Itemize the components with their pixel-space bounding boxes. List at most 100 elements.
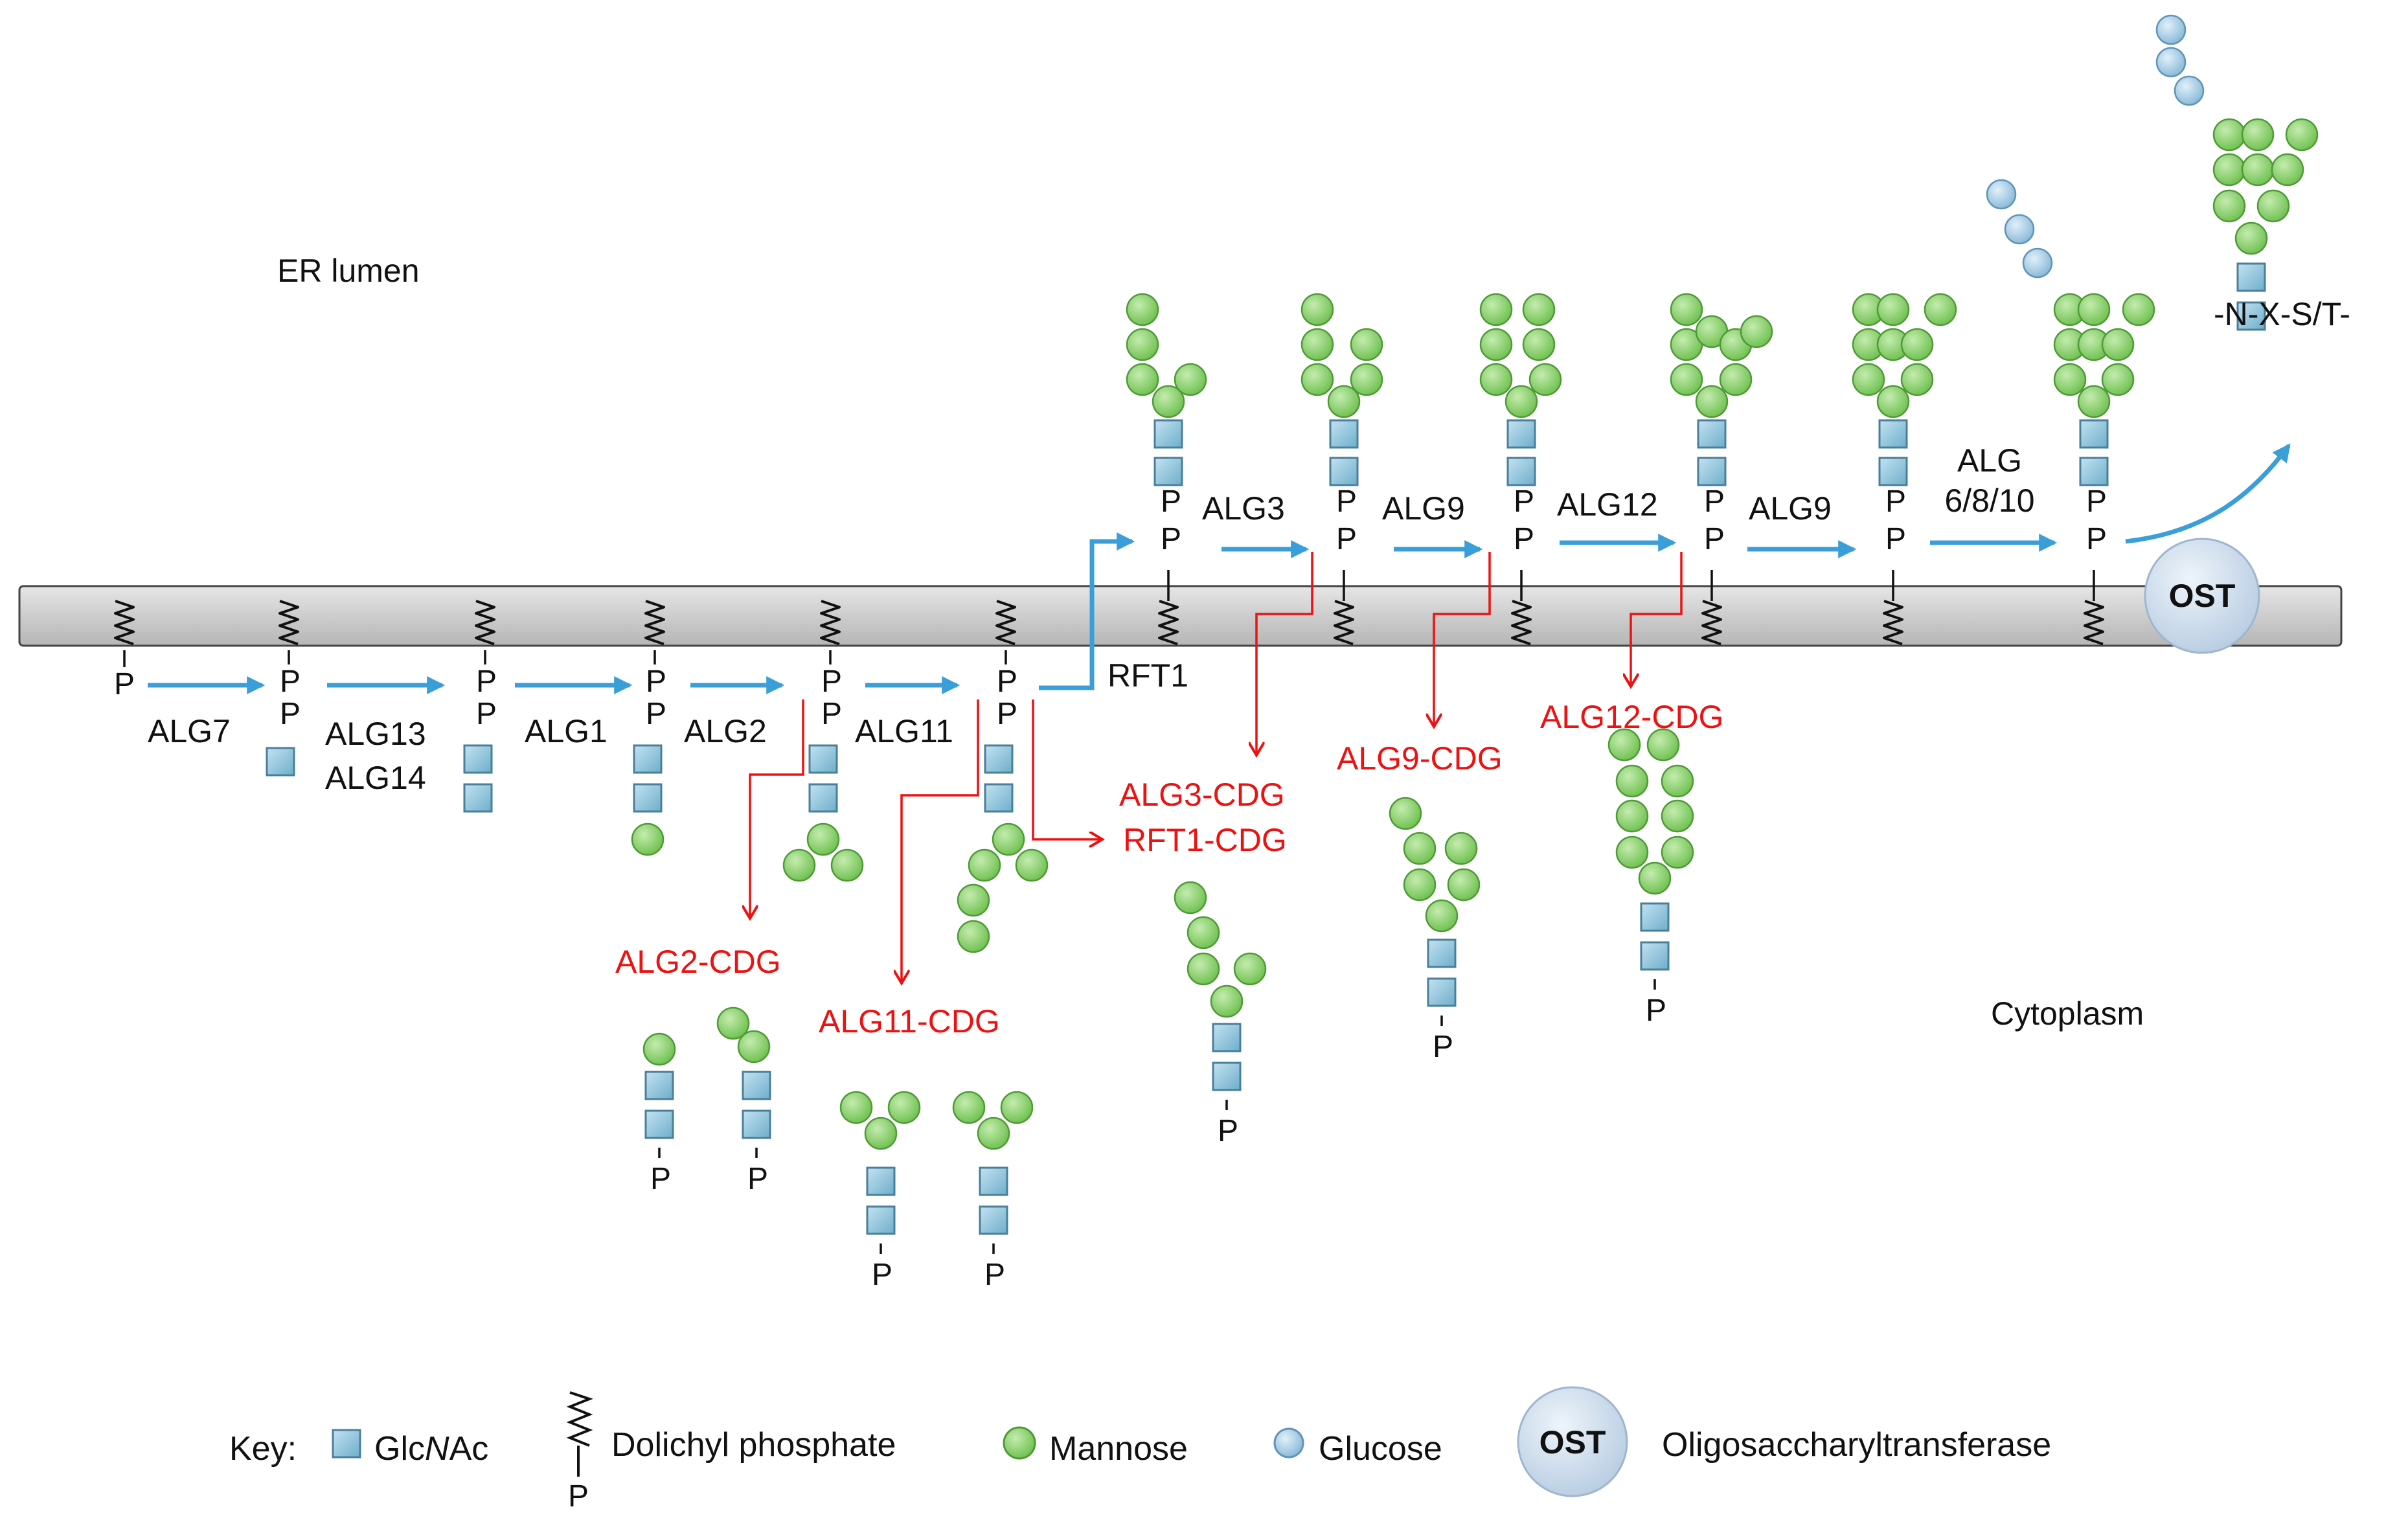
glcnac-square (2236, 262, 2266, 292)
mannose-circle (2122, 293, 2155, 326)
dolichol-zigzag (114, 600, 135, 646)
glcnac-square (2079, 419, 2109, 449)
glucose-circle (1986, 179, 2017, 210)
mannose-circle (1695, 385, 1729, 418)
mannose-circle (2077, 293, 2111, 326)
mannose-circle (1447, 868, 1481, 902)
mannose-circle (1350, 328, 1383, 361)
legend-mannose-label: Mannose (1049, 1430, 1188, 1468)
phosphate-label: P (476, 697, 497, 731)
glucose-circle (2174, 75, 2205, 106)
mannose-circle (1638, 861, 1672, 895)
mannose-circle (887, 1091, 921, 1124)
mannose-circle (2241, 153, 2275, 187)
mannose-circle (2053, 363, 2087, 396)
mannose-circle (1174, 881, 1207, 914)
mannose-circle (631, 823, 664, 856)
label-alg9a: ALG9 (1382, 490, 1465, 527)
glcnac-square (1212, 1023, 1242, 1052)
phosphate-label: P (1646, 994, 1666, 1028)
glcnac-square (1427, 977, 1457, 1007)
phosphate-label: P (1704, 522, 1725, 556)
mannose-circle (2234, 221, 2268, 255)
label-alg13: ALG13 (325, 716, 426, 752)
mannose-circle (1126, 328, 1159, 361)
mannose-circle (1301, 328, 1334, 361)
legend-dolichyl-zigzag-icon (566, 1391, 593, 1447)
mannose-circle (1615, 835, 1649, 869)
label-alg2: ALG2 (684, 713, 767, 749)
arrow-alg9-cdg (1434, 552, 1491, 727)
phosphate-label: P (1336, 484, 1357, 519)
mannose-circle (2101, 328, 2135, 361)
glcnac-square (742, 1109, 771, 1139)
glucose-circle (2004, 214, 2035, 245)
mannose-circle (1852, 363, 1885, 396)
glcnac-square (463, 744, 493, 774)
mannose-circle (1389, 797, 1422, 830)
mannose-circle (2101, 363, 2135, 396)
phosphate-label: P (1514, 484, 1534, 519)
mannose-circle (1301, 363, 1334, 396)
dolichol-zigzag (1701, 600, 1722, 646)
dolichol-zigzag (2084, 600, 2104, 646)
legend-dolichyl-p: P (568, 1479, 589, 1514)
dolichol-anchors (114, 570, 2104, 1254)
label-alg1: ALG1 (525, 713, 608, 749)
mannose-circle (1479, 363, 1513, 396)
mannose-circle (1000, 1091, 1034, 1124)
glcnac-square (1878, 419, 1908, 449)
mannose-circle (1670, 293, 1703, 326)
mannose-circle (2285, 118, 2319, 152)
glcnac-square (979, 1166, 1008, 1196)
mannose-circle (830, 848, 864, 882)
phosphate-label: P (114, 667, 135, 701)
glcnac-square (1153, 419, 1183, 449)
dolichol-zigzag (1334, 600, 1354, 646)
dolichol-zigzag (475, 600, 495, 646)
mannose-circle (1661, 799, 1694, 833)
arrow-ost-transfer (2125, 443, 2291, 544)
mannose-circle (2212, 118, 2246, 152)
glcnac-square (1212, 1062, 1242, 1091)
cdg-labels: ALG2-CDG ALG11-CDG ALG3-CDG RFT1-CDG ALG… (615, 699, 1723, 1039)
arrow-alg11-cdg (902, 699, 979, 983)
glcnac-square (2236, 301, 2266, 331)
label-alg14: ALG14 (325, 760, 426, 796)
mannose-circle (1403, 832, 1437, 865)
mannose-circle (2212, 189, 2246, 223)
glcnac-square (633, 744, 663, 774)
glcnac-square (266, 747, 295, 777)
label-alg6810-line1: ALG (1957, 442, 2022, 479)
label-alg9b: ALG9 (1749, 490, 1832, 527)
legend-ost-swatch (1517, 1386, 1628, 1497)
glcnac-square (979, 1205, 1008, 1235)
glcnac-square (463, 783, 493, 813)
mannose-circle (1900, 363, 1934, 396)
phosphate-label: P (646, 664, 666, 699)
mannose-circle (1876, 385, 1910, 418)
glucose-circle (2155, 14, 2187, 45)
dolichol-zigzag (644, 600, 665, 646)
dolichol-zigzag (1511, 600, 1532, 646)
mannose-circle (977, 1117, 1010, 1150)
phosphate-label: P (650, 1162, 671, 1196)
dolichol-zigzag (278, 600, 299, 646)
label-alg3: ALG3 (1202, 490, 1285, 527)
phosphate-label: P (476, 664, 497, 699)
cytoplasm-label: Cytoplasm (1991, 995, 2144, 1032)
phosphate-label: P (1704, 484, 1725, 519)
mannose-circle (1403, 868, 1437, 902)
phosphate-label: P (1336, 522, 1357, 556)
mannose-circle (2241, 118, 2275, 152)
glcnac-square (1153, 457, 1183, 486)
glcnac-square (1506, 419, 1536, 449)
mannose-circle (839, 1091, 873, 1124)
mannose-circle (1015, 848, 1049, 882)
glcnac-square (984, 783, 1014, 813)
ost-enzyme-label: OST (2169, 578, 2236, 614)
legend: Key: GlcNAc P Dolichyl phosphate Mannose… (229, 1386, 2051, 1514)
mannose-circle (1719, 363, 1753, 396)
phosphate-label: P (747, 1162, 768, 1196)
